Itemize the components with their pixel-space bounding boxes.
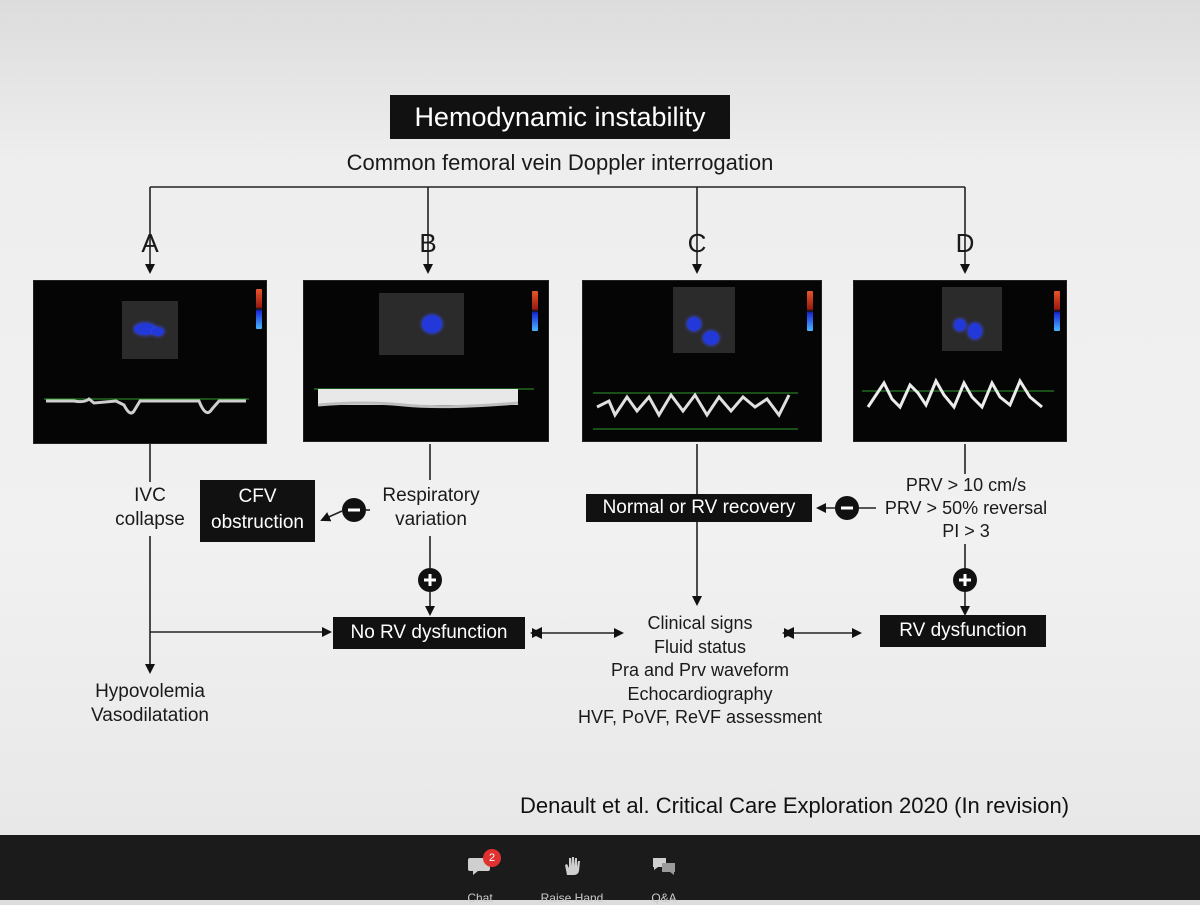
qa-icon (651, 855, 677, 877)
raise-hand-button[interactable]: Raise Hand (532, 855, 612, 905)
rv-dysfunction-box: RV dysfunction (880, 615, 1046, 647)
doppler-image-b (303, 280, 549, 442)
diagram-subtitle: Common femoral vein Doppler interrogatio… (346, 150, 774, 175)
center-item: Echocardiography (627, 683, 773, 704)
branch-label-a: A (141, 228, 159, 258)
center-item: HVF, PoVF, ReVF assessment (577, 707, 823, 727)
flow-connectors (145, 186, 977, 674)
minus-sign-b (342, 498, 366, 522)
minus-sign-d (835, 496, 859, 520)
qa-button[interactable]: Q&A (624, 855, 704, 905)
ivc-collapse-label: IVC collapse (115, 485, 185, 530)
doppler-image-c (582, 280, 822, 442)
doppler-image-d (853, 280, 1067, 442)
no-rv-dysfunction-box: No RV dysfunction (333, 617, 525, 649)
branch-label-c: C (687, 228, 707, 258)
raise-hand-label: Raise Hand (540, 891, 604, 905)
normal-rv-recovery-box: Normal or RV recovery (586, 494, 812, 522)
chat-icon: 2 (467, 849, 501, 877)
prv-criteria-label: PRV > 10 cm/s PRV > 50% reversal PI > 3 (884, 475, 1048, 541)
raise-hand-icon (559, 855, 585, 877)
meeting-toolbar: 2 Chat Raise Hand Q&A (0, 835, 1200, 905)
hypovolemia-label: Hypovolemia Vasodilatation (91, 681, 209, 726)
center-item: Clinical signs (647, 613, 753, 633)
center-item: Pra and Prv waveform (610, 660, 790, 680)
chat-button[interactable]: 2 Chat (440, 849, 520, 905)
cfv-obstruction-box: CFV obstruction (200, 480, 315, 542)
citation: Denault et al. Critical Care Exploration… (520, 793, 1070, 818)
respiratory-variation-label: Respiratory variation (382, 485, 480, 530)
slide: Hemodynamic instability Common femoral v… (33, 95, 1070, 818)
chat-badge: 2 (483, 849, 501, 867)
doppler-image-a (33, 280, 267, 444)
branch-label-d: D (955, 228, 975, 258)
branch-label-b: B (419, 228, 437, 258)
center-item: Fluid status (653, 636, 747, 657)
clinical-assessment-list: Clinical signs Fluid status Pra and Prv … (550, 612, 850, 730)
qa-label: Q&A (651, 891, 677, 905)
plus-sign-d (953, 568, 977, 592)
diagram-title: Hemodynamic instability (390, 95, 730, 139)
plus-sign-b (418, 568, 442, 592)
chat-label: Chat (467, 891, 493, 905)
